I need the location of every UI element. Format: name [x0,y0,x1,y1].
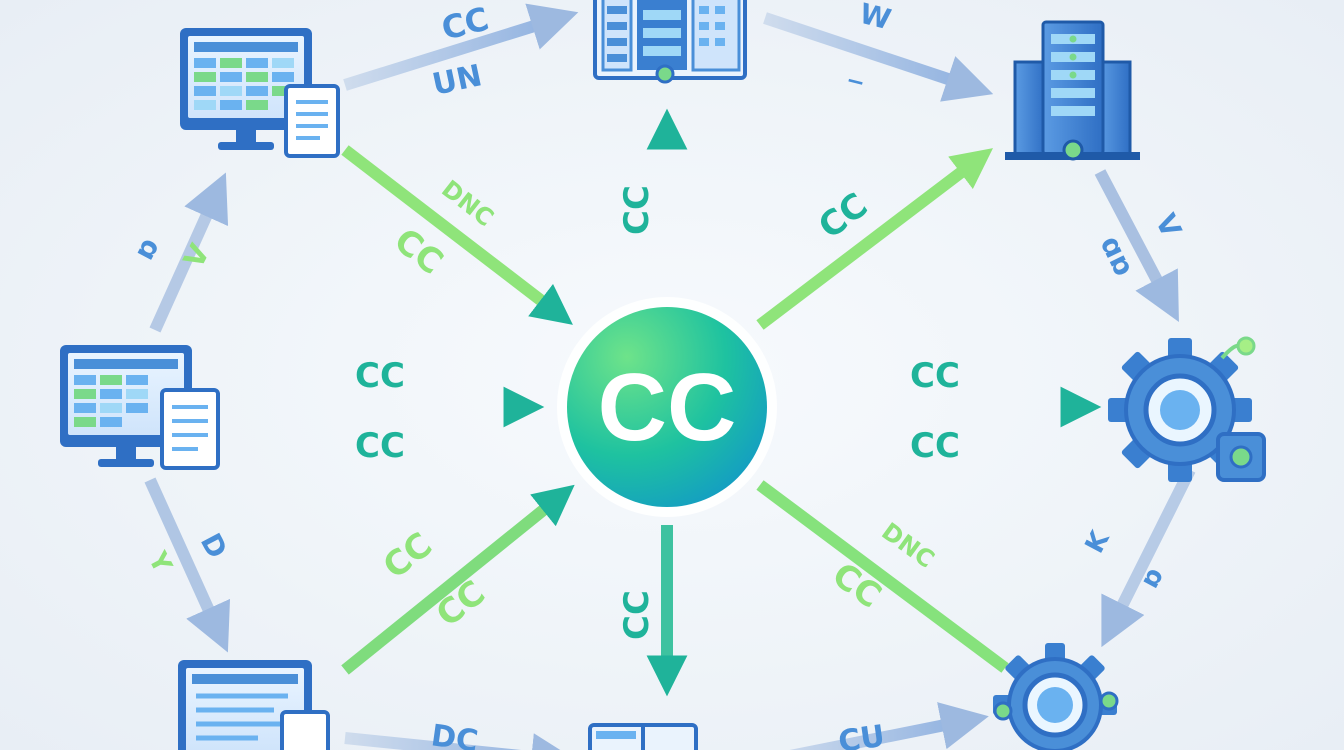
label-diag-br-b: CC [825,555,889,617]
label-right-lower-b: ɒ [1135,563,1170,594]
central-hub[interactable]: CC [557,297,777,517]
node-gear-mid-right[interactable] [1108,336,1266,482]
label-horiz-left-b: CC [355,426,405,466]
label-vert-bottom: CC [617,590,657,640]
spoke-arrows [232,108,1102,697]
arrow-building-to-gear [1094,169,1179,322]
label-right-upper-a: V [1149,209,1188,243]
node-computer-bottom-left[interactable] [178,660,330,750]
monitor-document-icon [178,660,330,750]
label-vert-top: CC [617,185,657,235]
arrow-bottomleft-to-bottomcenter [344,732,580,750]
node-gear-bottom-right[interactable] [993,643,1119,750]
monitor-document-icon [180,28,340,158]
hub-label: CC [598,354,737,461]
label-diag-bl-a: CC [376,525,440,587]
arrow-hub-to-building [756,148,993,330]
gear-icon [1108,336,1266,482]
monitor-document-icon [60,345,220,470]
label-left-upper-a: ɒ [127,232,166,265]
node-computer-top-left[interactable] [180,28,340,158]
label-right-lower-a: K [1080,526,1116,559]
hub-circle[interactable] [567,307,767,507]
node-window-bottom-center[interactable] [588,723,698,750]
node-building-top-right[interactable] [1005,20,1140,161]
label-top-right-upper: W [856,0,894,36]
arrow-server-to-building [763,12,994,102]
database-server-icon [1005,20,1140,161]
label-left-lower-b: D [194,528,234,564]
label-diag-bl-b: CC [429,573,493,635]
label-bottom-left: DC [429,718,480,750]
arrow-bottomleft-to-hub [341,484,575,675]
arrow-midleft-to-bottomleft [144,477,231,653]
gear-icon [993,643,1119,750]
label-bottom-right: CU [836,719,887,750]
label-top-right-lower: _ [848,50,870,85]
label-left-lower-a: Y [141,546,177,579]
label-horiz-left-a: CC [355,356,405,396]
arrow-gear-to-bottomgear [1101,467,1196,648]
node-server-top-center[interactable] [593,0,747,84]
arrow-midleft-to-topleft [149,172,229,333]
outer-ring-arrows [144,3,1196,750]
label-diag-br-a: DNC [876,517,939,574]
arrow-hub-to-bottomgear [756,480,1009,673]
label-top-left-lower: UN [429,58,485,103]
arrow-topleft-to-server [343,3,579,91]
node-computer-mid-left[interactable] [60,345,220,470]
label-horiz-right-a: CC [910,356,960,396]
server-rack-icon [593,0,747,84]
arrow-bottomcenter-to-bottomgear [789,702,989,750]
window-icon [588,723,698,750]
label-horiz-right-b: CC [910,426,960,466]
arrow-topleft-to-hub [341,145,573,325]
